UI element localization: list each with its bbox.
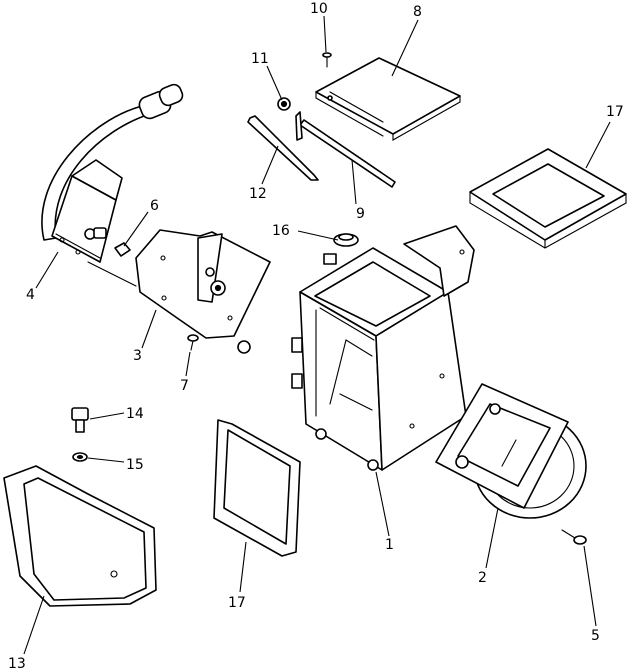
part-3-bracket-lever xyxy=(87,229,271,339)
callout-8: 8 xyxy=(413,4,422,20)
part-17-gasket-upper xyxy=(469,148,627,249)
part-10-screw xyxy=(322,52,332,68)
callout-14: 14 xyxy=(126,406,144,422)
part-5-screw xyxy=(561,529,587,545)
callout-3: 3 xyxy=(133,348,142,364)
callout-17-upper: 17 xyxy=(606,104,624,120)
callout-15: 15 xyxy=(126,457,144,473)
part-6-nipple xyxy=(114,242,131,257)
part-7-bolt xyxy=(187,334,251,354)
part-17-gasket-lower xyxy=(213,419,301,557)
callout-5: 5 xyxy=(591,628,600,644)
part-15-washer xyxy=(72,452,88,462)
callout-10: 10 xyxy=(310,1,328,17)
callout-2: 2 xyxy=(478,570,487,586)
callout-4: 4 xyxy=(26,287,35,303)
callout-6: 6 xyxy=(150,198,159,214)
part-13-duct-cover xyxy=(3,465,157,607)
part-16-clamp xyxy=(333,233,359,247)
callout-13: 13 xyxy=(8,656,26,670)
part-9-shaft xyxy=(295,111,396,188)
part-4-actuator-motor xyxy=(41,83,184,263)
leader-lines xyxy=(23,15,611,655)
callout-16: 16 xyxy=(272,223,290,239)
part-14-bolt xyxy=(71,407,89,433)
callout-12: 12 xyxy=(249,186,267,202)
part-8-cover-plate xyxy=(315,57,461,141)
callout-9: 9 xyxy=(356,206,365,222)
callout-11: 11 xyxy=(251,51,269,67)
part-12-link-rod xyxy=(247,115,319,181)
part-11-nut xyxy=(277,97,291,111)
callout-1: 1 xyxy=(385,537,394,553)
callout-labels: 10 8 11 17 12 9 6 16 4 3 7 14 15 1 2 17 … xyxy=(8,1,624,670)
part-2-blower-housing xyxy=(435,383,587,519)
callout-17-lower: 17 xyxy=(228,595,246,611)
part-1-main-case xyxy=(291,225,475,471)
callout-7: 7 xyxy=(180,378,189,394)
